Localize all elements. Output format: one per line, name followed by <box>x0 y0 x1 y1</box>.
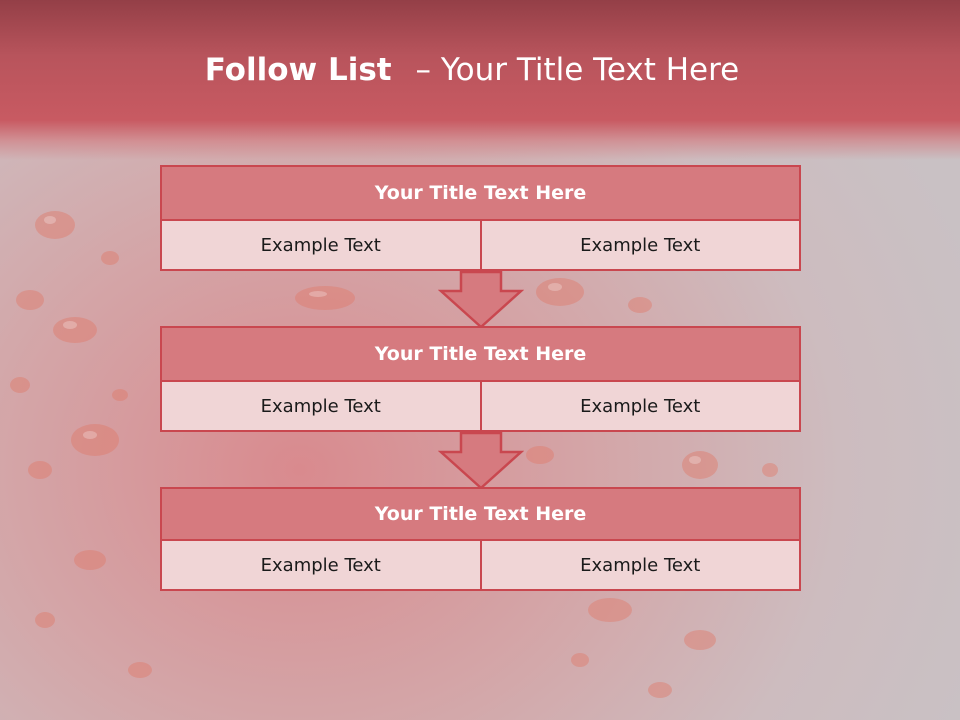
step-cell-right: Example Text <box>481 382 801 432</box>
step-cell-left: Example Text <box>160 221 482 271</box>
step-title: Your Title Text Here <box>160 487 801 541</box>
step-block-1: Your Title Text Here Example Text Exampl… <box>160 165 801 271</box>
slide-title-bold: Follow List <box>204 52 392 88</box>
title-banner <box>0 0 960 160</box>
slide-title-rest: Your Title Text Here <box>440 52 740 88</box>
step-block-2: Your Title Text Here Example Text Exampl… <box>160 326 801 432</box>
down-arrow-icon <box>438 271 524 329</box>
step-cell-right: Example Text <box>481 221 801 271</box>
step-cell-left: Example Text <box>160 382 482 432</box>
step-cell-right: Example Text <box>481 541 801 591</box>
step-row: Example Text Example Text <box>160 541 801 591</box>
step-row: Example Text Example Text <box>160 382 801 432</box>
step-block-3: Your Title Text Here Example Text Exampl… <box>160 487 801 591</box>
step-title: Your Title Text Here <box>160 326 801 382</box>
slide-title-separator: – <box>415 52 431 88</box>
step-title: Your Title Text Here <box>160 165 801 221</box>
step-cell-left: Example Text <box>160 541 482 591</box>
step-row: Example Text Example Text <box>160 221 801 271</box>
down-arrow-icon <box>438 432 524 490</box>
slide-title: Follow List – Your Title Text Here <box>0 52 944 88</box>
